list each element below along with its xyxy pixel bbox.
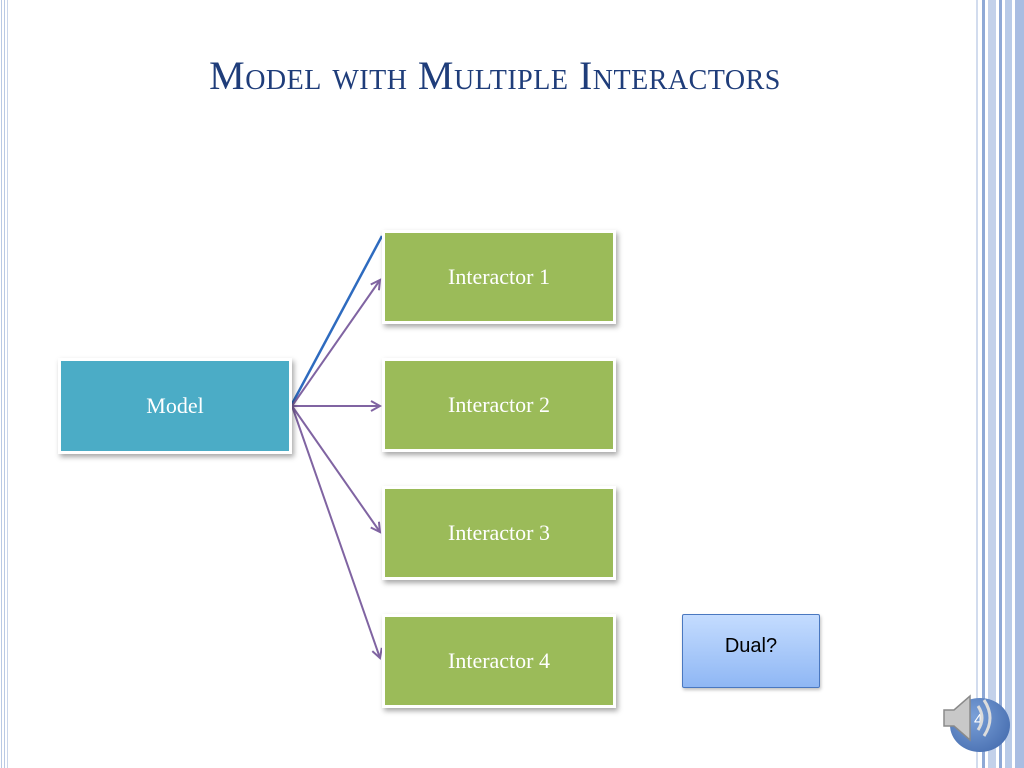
speaker-icon[interactable]: [936, 688, 1008, 748]
slide-title: Model with Multiple Interactors: [209, 53, 781, 98]
dual-callout-box: Dual?: [682, 614, 820, 688]
interactor-2-box: Interactor 2: [382, 358, 616, 452]
interactor-1-box: Interactor 1: [382, 230, 616, 324]
slide-number: 4: [974, 712, 983, 729]
arrow-to-interactor-3: [291, 405, 380, 532]
extra-connector-line: [290, 235, 384, 405]
interactor-4-box: Interactor 4: [382, 614, 616, 708]
model-box: Model: [58, 358, 292, 454]
arrow-to-interactor-4: [291, 405, 380, 658]
left-border-decoration: [0, 0, 10, 768]
right-border-decoration: [976, 0, 1024, 768]
arrow-to-interactor-1: [291, 280, 380, 407]
interactor-3-box: Interactor 3: [382, 486, 616, 580]
